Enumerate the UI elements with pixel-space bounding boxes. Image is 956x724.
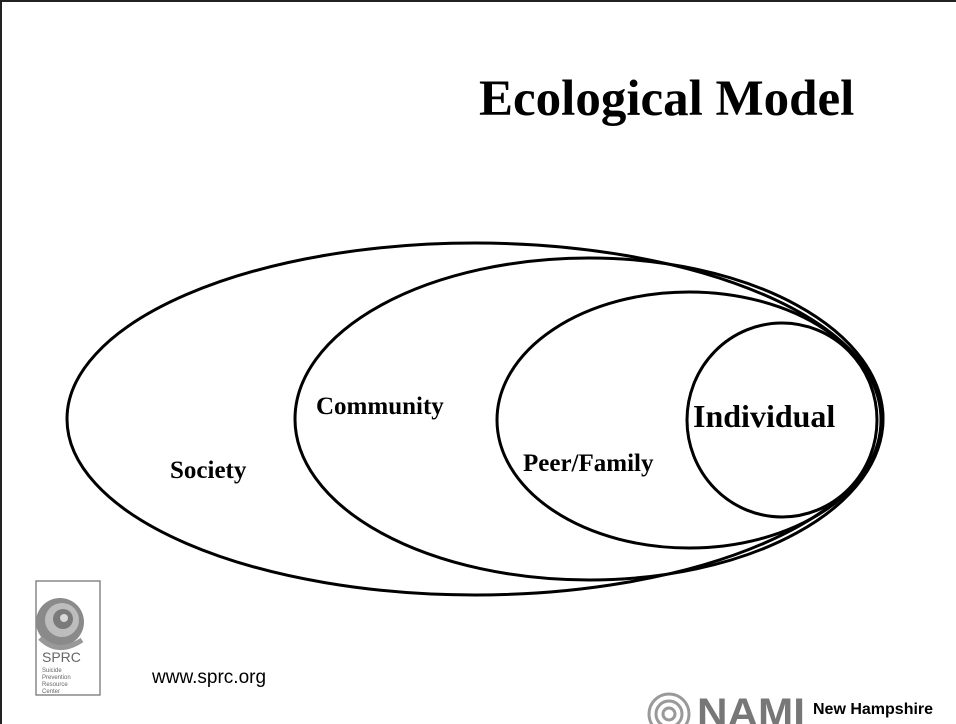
- sprc-name-line-3: Resource: [42, 682, 68, 688]
- individual-label: Individual: [693, 398, 835, 434]
- sprc-logo: SPRC Suicide Prevention Resource Center: [35, 580, 101, 696]
- slide-title: Ecological Model: [479, 71, 855, 127]
- society-label: Society: [170, 457, 247, 484]
- community-ring: [293, 256, 885, 582]
- sprc-name-line-1: Suicide: [42, 668, 62, 674]
- community-label: Community: [316, 393, 444, 420]
- sprc-acronym: SPRC: [42, 649, 81, 665]
- nami-wordmark: NAMI: [697, 691, 805, 724]
- individual-ring: [685, 321, 879, 519]
- sprc-name-line-4: Center: [42, 689, 60, 695]
- peer-family-label: Peer/Family: [523, 450, 654, 477]
- sprc-name-line-2: Prevention: [42, 675, 71, 681]
- nami-hand-icon: [647, 692, 691, 724]
- sprc-swirl-icon: [36, 598, 84, 650]
- peer-family-ring: [495, 290, 883, 550]
- sprc-url: www.sprc.org: [152, 667, 267, 688]
- nami-region: New Hampshire: [813, 701, 933, 718]
- nami-logo: NAMI New Hampshire: [647, 691, 933, 724]
